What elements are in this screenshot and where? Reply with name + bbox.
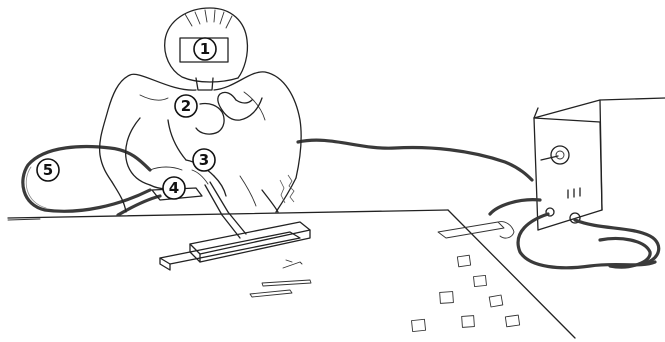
- label-5-text: 5: [43, 161, 53, 179]
- label-3-text: 3: [199, 151, 209, 169]
- label-1: 1: [194, 38, 216, 60]
- label-5: 5: [37, 159, 59, 181]
- label-2-text: 2: [181, 97, 191, 115]
- label-4: 4: [163, 177, 185, 199]
- label-4-text: 4: [169, 179, 179, 197]
- label-3: 3: [193, 149, 215, 171]
- machine-cables: [490, 200, 659, 268]
- metal-plates: [160, 222, 310, 270]
- welding-machine: [534, 98, 665, 230]
- work-table: [8, 210, 575, 338]
- label-2: 2: [175, 95, 197, 117]
- label-1-text: 1: [200, 40, 210, 58]
- metal-scraps: [250, 222, 520, 332]
